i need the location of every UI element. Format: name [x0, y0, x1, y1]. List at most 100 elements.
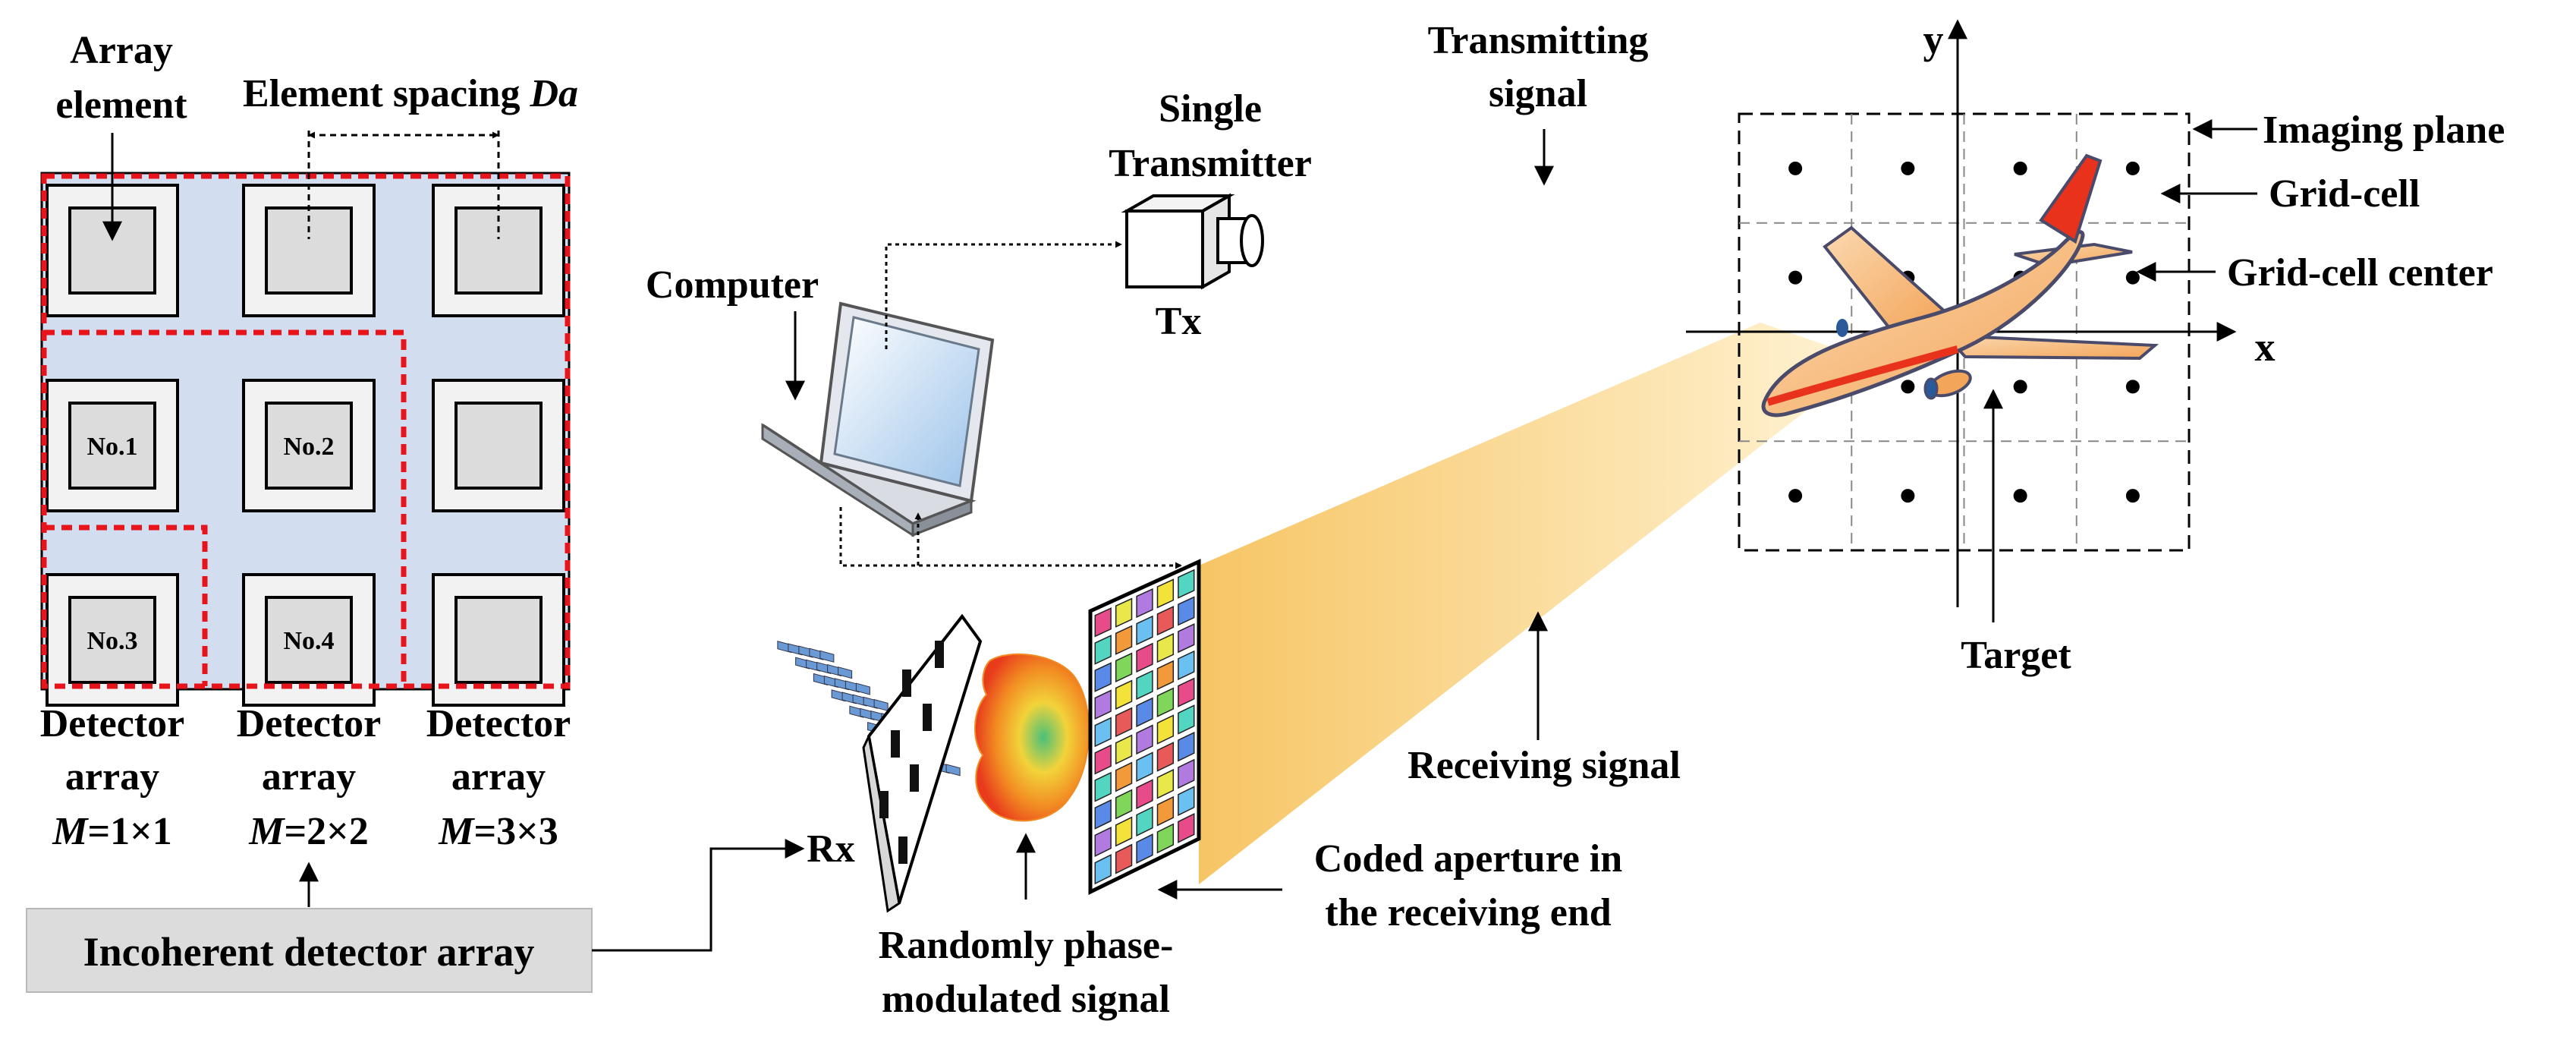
aperture-cell: [1178, 758, 1195, 789]
aperture-cell: [1094, 717, 1112, 748]
aperture-cell: [1115, 652, 1133, 683]
grid-cell-center: [2125, 380, 2140, 394]
aperture-label-line1: Coded aperture in: [1314, 837, 1622, 881]
array-element-inner: [454, 596, 543, 684]
detector-array-label-line2: array: [65, 755, 159, 799]
grid-cell-center: [2013, 161, 2027, 175]
aperture-cell: [1156, 660, 1175, 691]
grid-cell-center: [1901, 380, 1915, 394]
grid-cell-center: [2125, 161, 2140, 175]
rx-label: Rx: [807, 827, 855, 871]
aperture-cell: [1115, 597, 1133, 628]
aperture-cell: [1136, 588, 1153, 619]
array-element-inner: [68, 596, 156, 684]
aperture-cell: [1115, 734, 1133, 765]
incoherent-detector-array-box: [26, 908, 593, 993]
detector-array-labels: DetectorarrayM=1×1DetectorarrayM=2×2Dete…: [40, 702, 571, 853]
aperture-cell: [1156, 768, 1175, 799]
aperture-cell: [1136, 724, 1153, 755]
detector-array-2x2-boundary: [44, 329, 407, 686]
transmitting-signal-label-line1: Transmitting: [1428, 19, 1649, 62]
aperture-cell: [1178, 786, 1195, 817]
aperture-cell: [1115, 789, 1133, 820]
y-axis-label: y: [1923, 17, 1944, 62]
rx-slot: [891, 730, 900, 758]
tx-label: Tx: [1156, 300, 1202, 343]
aperture-cell: [1178, 623, 1195, 654]
aperture-cell: [1178, 704, 1195, 735]
aperture-cell: [1136, 806, 1153, 837]
x-axis-label: x: [2255, 324, 2276, 370]
aperture-cell: [1156, 714, 1175, 745]
keyboard-key: [819, 650, 835, 663]
aperture-cell: [1094, 689, 1112, 720]
incoherent-detector-array-label: Incoherent detector array: [83, 929, 535, 975]
receiving-signal-label: Receiving signal: [1408, 744, 1681, 787]
phase-signal-label-line2: modulated signal: [882, 978, 1170, 1021]
array-element-number: No.4: [283, 627, 334, 655]
grid-cell-center: [1901, 489, 1915, 503]
aperture-cell: [1136, 697, 1153, 728]
system-hardware: Computer Single Transmitter Tx Transmitt…: [646, 19, 1870, 1021]
transmitter-label-line2: Transmitter: [1109, 142, 1312, 185]
aperture-cell: [1094, 854, 1112, 885]
aperture-cell: [1136, 670, 1153, 701]
rx-slot: [879, 791, 889, 818]
detector-array-label-line2: array: [451, 755, 546, 799]
imaging-plane-panel: x y Imaging plane Grid-cell Grid-cell ce…: [1686, 17, 2505, 677]
aperture-cell: [1178, 596, 1195, 626]
detector-array-label-line1: Detector: [426, 702, 571, 745]
grid-cell-center-label: Grid-cell center: [2227, 251, 2493, 295]
detector-array-size: M=1×1: [52, 810, 172, 853]
coded-aperture-icon: [1088, 559, 1201, 896]
grid-cell-label: Grid-cell: [2269, 172, 2420, 216]
aperture-cell: [1156, 632, 1175, 663]
grid-cell-center: [2125, 489, 2140, 503]
computer-label: Computer: [646, 263, 819, 307]
aperture-cell: [1156, 606, 1175, 636]
receiving-beam: [1199, 323, 1870, 884]
aperture-cell: [1178, 812, 1195, 843]
grid-cell-center: [2013, 489, 2027, 503]
aperture-cell: [1094, 662, 1112, 692]
aperture-cell: [1115, 816, 1133, 847]
phase-signal-label-line1: Randomly phase-: [879, 924, 1174, 967]
aperture-cell: [1178, 569, 1195, 599]
aperture-cell: [1156, 823, 1175, 854]
detector-array-1x1-boundary: [44, 525, 208, 686]
detector-array-label-line1: Detector: [237, 702, 382, 745]
imaging-plane-label: Imaging plane: [2263, 109, 2505, 152]
array-element-inner: [265, 596, 353, 684]
aperture-cell: [1178, 677, 1195, 707]
rx-slot: [910, 764, 919, 792]
aperture-cell: [1115, 625, 1133, 655]
aperture-cell: [1178, 650, 1195, 681]
aperture-cell: [1178, 731, 1195, 762]
transmitter-label-line1: Single: [1159, 87, 1262, 131]
aperture-cell: [1094, 744, 1112, 775]
grid-cell-center: [1788, 270, 1803, 285]
detector-array-label-line1: Detector: [40, 702, 185, 745]
aperture-cell: [1156, 796, 1175, 827]
array-element-number: No.1: [86, 433, 137, 461]
aperture-cell: [1156, 578, 1175, 609]
array-element-inner: [265, 402, 353, 490]
keyboard-key: [945, 764, 961, 777]
incoherent-to-rx-arrow: [592, 839, 805, 952]
transmitter-icon: [1121, 193, 1264, 290]
keyboard-key: [838, 666, 853, 679]
array-element-inner: [454, 206, 543, 295]
aperture-cell: [1136, 615, 1153, 646]
rx-slot: [898, 836, 907, 864]
array-element-inner: [454, 402, 543, 490]
aperture-cell: [1136, 833, 1153, 865]
array-element-label-line1: Array: [70, 29, 173, 72]
aperture-cell: [1156, 687, 1175, 718]
aperture-cell: [1094, 799, 1112, 830]
array-element-label-line2: element: [55, 83, 187, 127]
detector-array-label-line2: array: [262, 755, 356, 799]
aperture-cell: [1136, 642, 1153, 673]
aperture-cell: [1115, 761, 1133, 792]
aperture-cell: [1136, 779, 1153, 810]
